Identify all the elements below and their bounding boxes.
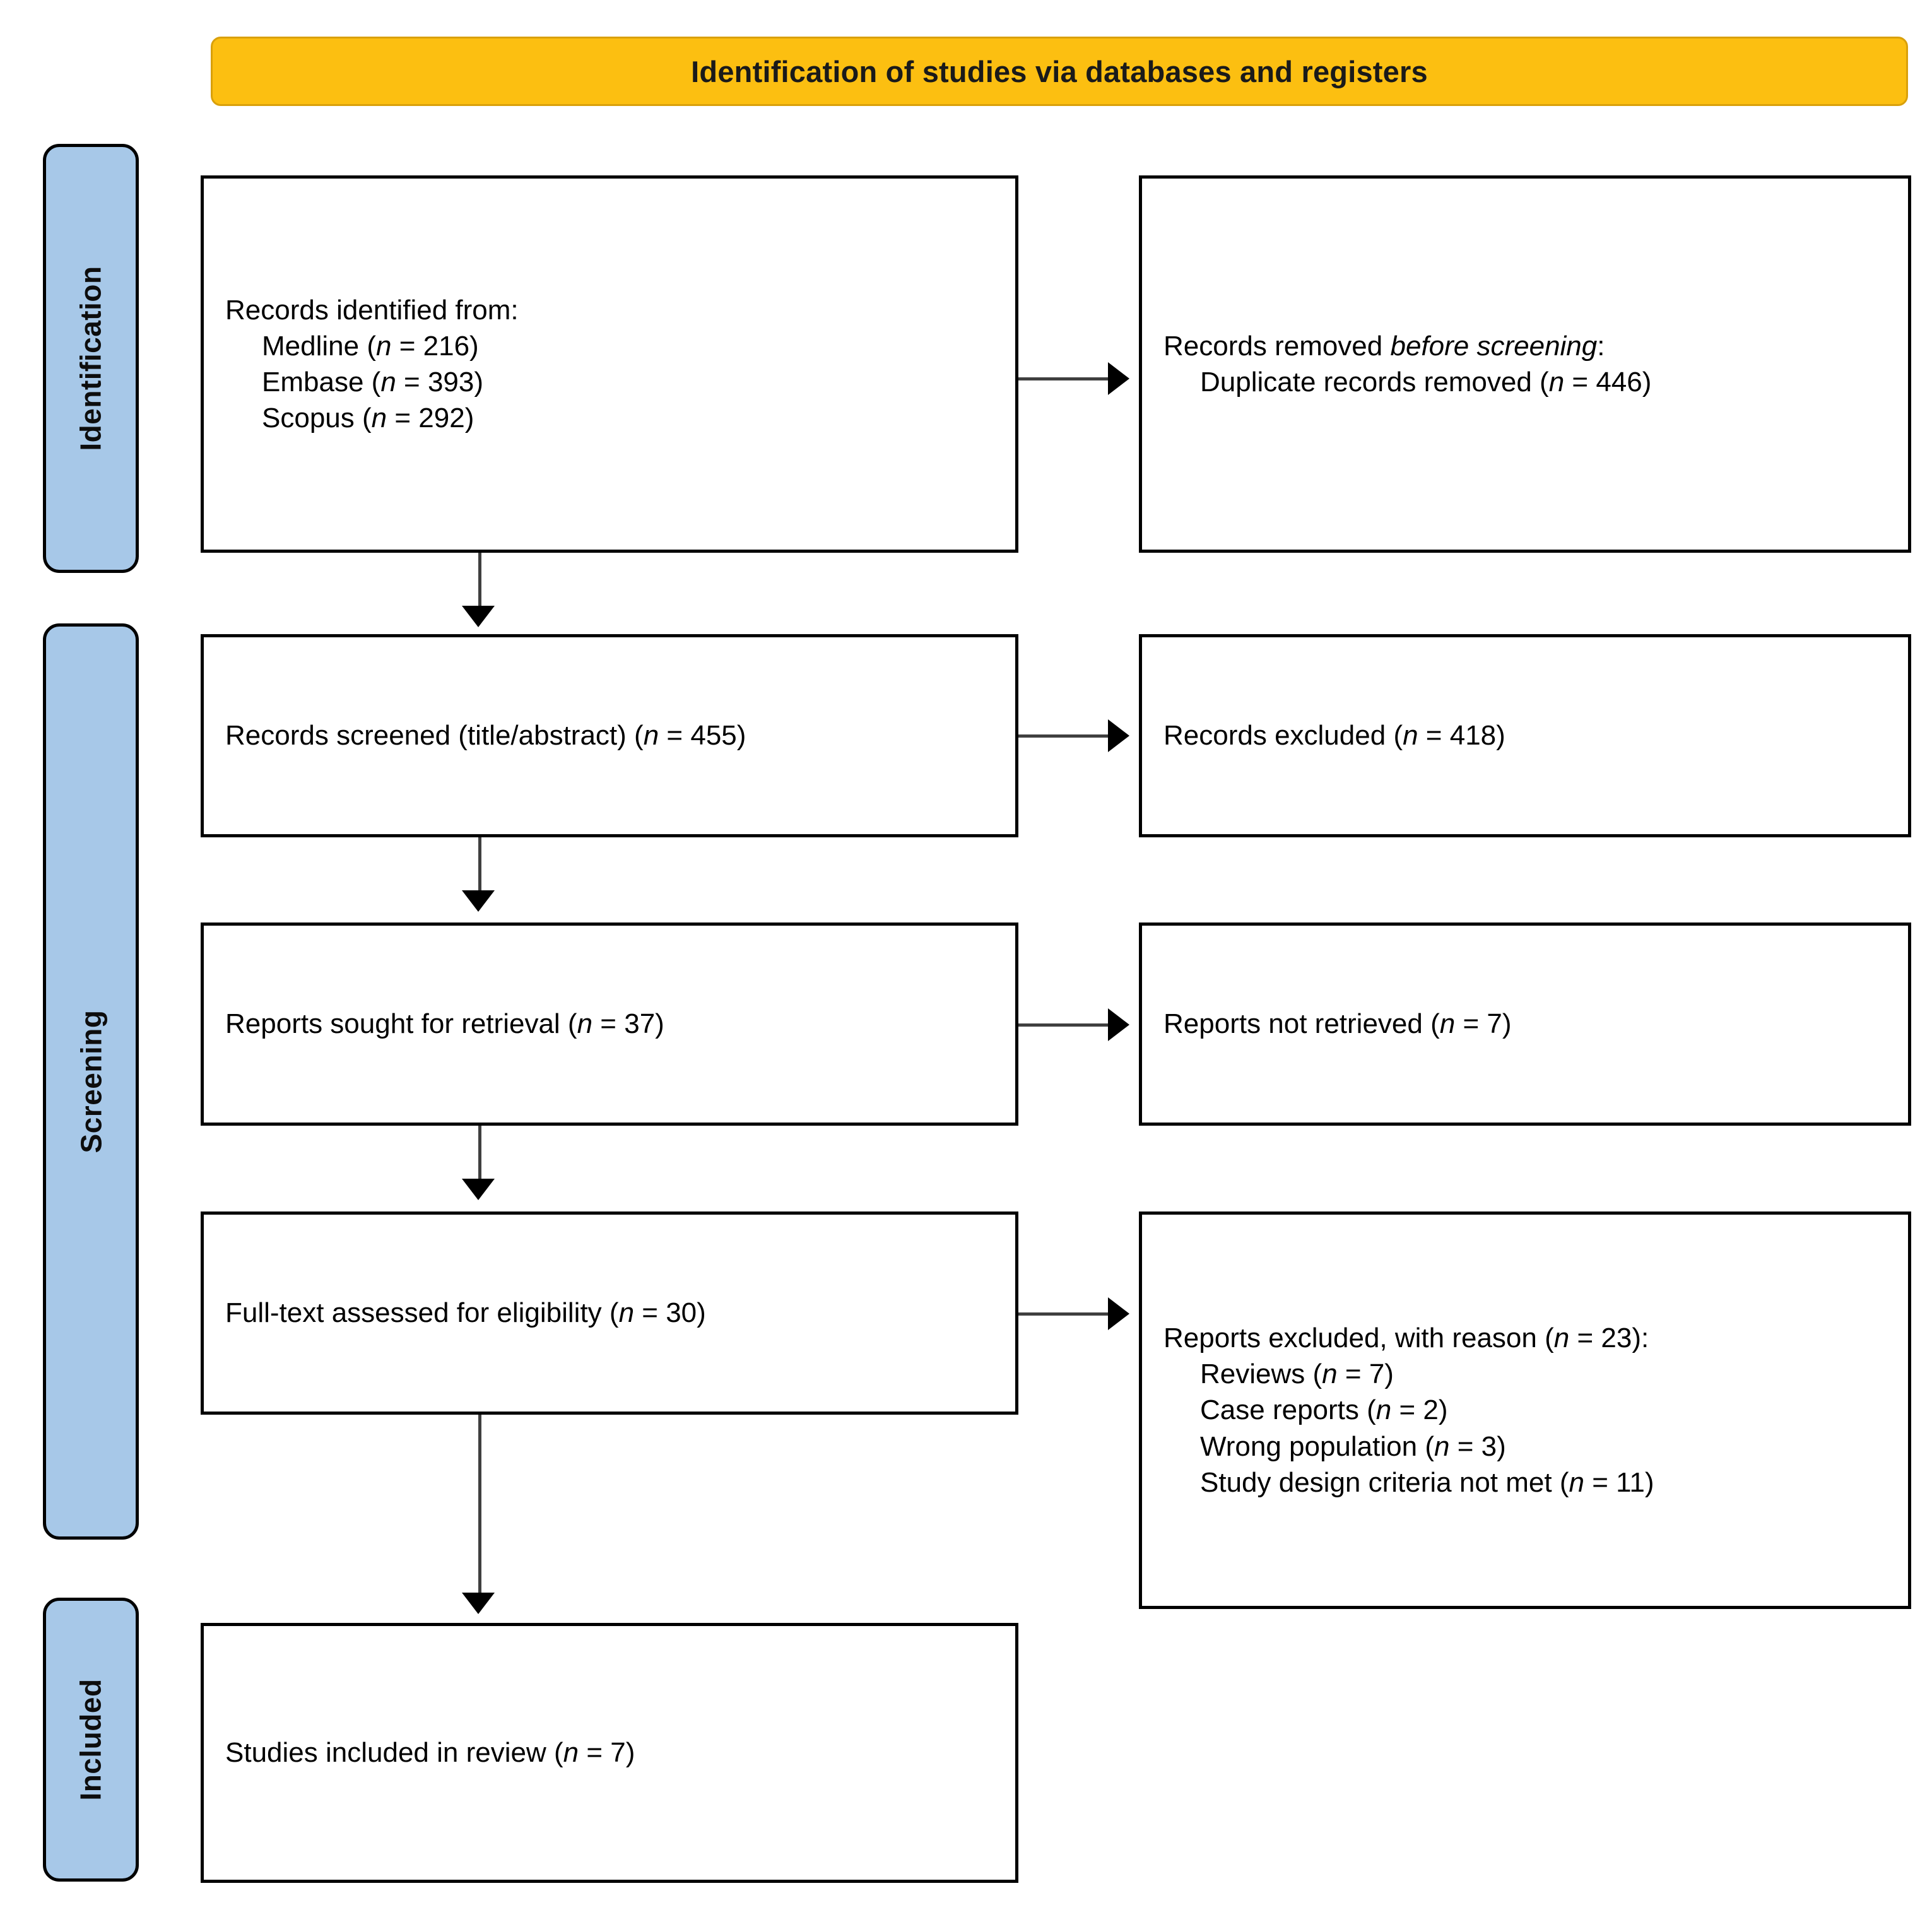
arrow-screened-to-sought-head-icon [462,890,495,912]
arrow-screened-to-excluded-shaft [1018,734,1112,738]
box-fulltext-assessed: Full-text assessed for eligibility (n = … [201,1211,1018,1415]
before-screening-italic: before screening [1390,330,1598,362]
n-italic: n [1548,367,1565,398]
box-reports-sought: Reports sought for retrieval (n = 37) [201,923,1018,1126]
arrow-sought-to-not-retrieved-shaft [1018,1023,1112,1027]
arrow-fulltext-to-included-shaft [478,1415,481,1598]
n-italic: n [1553,1323,1570,1354]
stage-label-screening-text: Screening [74,1010,108,1153]
fulltext-assessed-text: Full-text assessed for eligibility (n = … [225,1297,706,1329]
n-italic: n [563,1737,579,1769]
n-italic: n [577,1008,593,1040]
box-studies-included: Studies included in review (n = 7) [201,1623,1018,1883]
arrow-screened-to-sought-shaft [478,837,481,895]
stage-label-included: Included [43,1598,139,1882]
box-reports-excluded-with-reason: Reports excluded, with reason (n = 23): … [1139,1211,1911,1609]
n-italic: n [1569,1466,1584,1498]
box-records-excluded: Records excluded (n = 418) [1139,634,1911,837]
arrow-identified-to-removed-head-icon [1108,362,1129,395]
arrow-sought-to-fulltext-head-icon [462,1179,495,1200]
stage-label-screening: Screening [43,623,139,1540]
n-italic: n [1403,720,1418,752]
stage-label-identification: Identification [43,144,139,573]
arrow-fulltext-to-included-head-icon [462,1593,495,1614]
reports-excluded-heading: Reports excluded, with reason (n = 23): [1163,1323,1649,1354]
n-italic: n [375,330,392,362]
duplicate-records-removed: Duplicate records removed (n = 446) [1200,367,1652,398]
records-identified-embase: Embase (n = 393) [262,367,484,398]
n-italic: n [1322,1359,1338,1390]
arrow-identified-to-removed-shaft [1018,377,1112,380]
n-italic: n [1375,1394,1392,1426]
box-reports-not-retrieved: Reports not retrieved (n = 7) [1139,923,1911,1126]
reason-study-design: Study design criteria not met (n = 11) [1200,1466,1654,1498]
arrow-fulltext-to-excluded-reports-head-icon [1108,1297,1129,1330]
arrow-screened-to-excluded-head-icon [1108,719,1129,752]
n-italic: n [1439,1008,1456,1040]
n-italic: n [618,1297,635,1329]
records-identified-medline: Medline (n = 216) [262,330,479,362]
box-records-removed: Records removed before screening: Duplic… [1139,175,1911,553]
studies-included-text: Studies included in review (n = 7) [225,1737,635,1769]
records-screened-text: Records screened (title/abstract) (n = 4… [225,720,746,752]
arrow-identified-to-screened-shaft [478,553,481,611]
stage-label-identification-text: Identification [74,266,108,451]
arrow-sought-to-fulltext-shaft [478,1126,481,1184]
box-records-screened: Records screened (title/abstract) (n = 4… [201,634,1018,837]
reason-reviews: Reviews (n = 7) [1200,1359,1394,1390]
stage-label-included-text: Included [74,1678,107,1801]
records-excluded-text: Records excluded (n = 418) [1163,720,1505,752]
arrow-identified-to-screened-head-icon [462,606,495,627]
records-removed-heading: Records removed before screening: [1163,330,1605,362]
n-italic: n [643,720,659,752]
box-records-identified: Records identified from: Medline (n = 21… [201,175,1018,553]
reports-sought-text: Reports sought for retrieval (n = 37) [225,1008,664,1040]
reason-wrong-population: Wrong population (n = 3) [1200,1430,1506,1462]
arrow-sought-to-not-retrieved-head-icon [1108,1008,1129,1041]
arrow-fulltext-to-excluded-reports-shaft [1018,1312,1112,1316]
reports-not-retrieved-text: Reports not retrieved (n = 7) [1163,1008,1512,1040]
n-italic: n [371,403,387,434]
diagram-title: Identification of studies via databases … [691,54,1428,88]
records-identified-heading: Records identified from: [225,294,519,326]
n-italic: n [1434,1430,1450,1462]
diagram-header-banner: Identification of studies via databases … [211,37,1908,106]
n-italic: n [380,367,396,398]
records-identified-scopus: Scopus (n = 292) [262,403,474,434]
reason-case-reports: Case reports (n = 2) [1200,1394,1448,1426]
